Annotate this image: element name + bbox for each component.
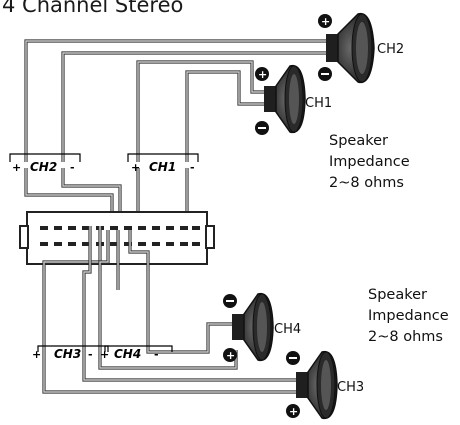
impedance-note-top: Speaker Impedance 2~8 ohms <box>329 133 410 191</box>
speaker-ch1: + <box>255 64 306 135</box>
svg-text:+: + <box>258 68 267 81</box>
svg-text:+: + <box>226 349 235 362</box>
plus-icon <box>255 67 269 81</box>
bottom-wires <box>42 226 300 394</box>
ch4-label: CH4 <box>114 347 141 361</box>
speaker-label-ch3: CH3 <box>337 380 364 395</box>
speaker-label-ch4: CH4 <box>274 322 301 337</box>
ch4-minus-sign: - <box>154 348 159 361</box>
ch2-label: CH2 <box>30 160 57 174</box>
ch1-plus-sign: + <box>131 161 140 174</box>
ch2-minus-sign: - <box>70 161 75 174</box>
wire-ch1-minus <box>185 70 268 162</box>
impedance-bottom-line1: Speaker <box>368 287 427 303</box>
impedance-top-line3: 2~8 ohms <box>329 175 404 191</box>
ch2-plus-sign: + <box>12 161 21 174</box>
svg-text:+: + <box>321 15 330 28</box>
speaker-ch3: + <box>286 350 338 420</box>
ch3-label: CH3 <box>54 347 81 361</box>
ch1-label: CH1 <box>149 160 176 174</box>
plus-icon <box>318 14 332 28</box>
speaker-label-ch1: CH1 <box>305 96 332 111</box>
diagram-title: 4 Channel Stereo <box>2 0 184 17</box>
wire-ch1-plus <box>136 60 268 162</box>
speaker-ch4: + <box>223 292 274 362</box>
impedance-top-line2: Impedance <box>329 154 410 170</box>
speaker-label-ch2: CH2 <box>377 42 404 57</box>
plus-icon <box>286 404 300 418</box>
impedance-note-bottom: Speaker Impedance 2~8 ohms <box>368 287 449 345</box>
impedance-bottom-line3: 2~8 ohms <box>368 329 443 345</box>
ch4-plus-sign: + <box>100 348 109 361</box>
channel-brackets <box>9 153 199 352</box>
impedance-bottom-line2: Impedance <box>368 308 449 324</box>
ch1-minus-sign: - <box>190 161 195 174</box>
plus-icon <box>223 348 237 362</box>
ch3-minus-sign: - <box>88 348 93 361</box>
svg-text:+: + <box>289 405 298 418</box>
top-wires <box>24 39 330 226</box>
ch3-plus-sign: + <box>32 348 41 361</box>
speaker-ch2: + <box>318 12 375 84</box>
impedance-top-line1: Speaker <box>329 133 388 149</box>
